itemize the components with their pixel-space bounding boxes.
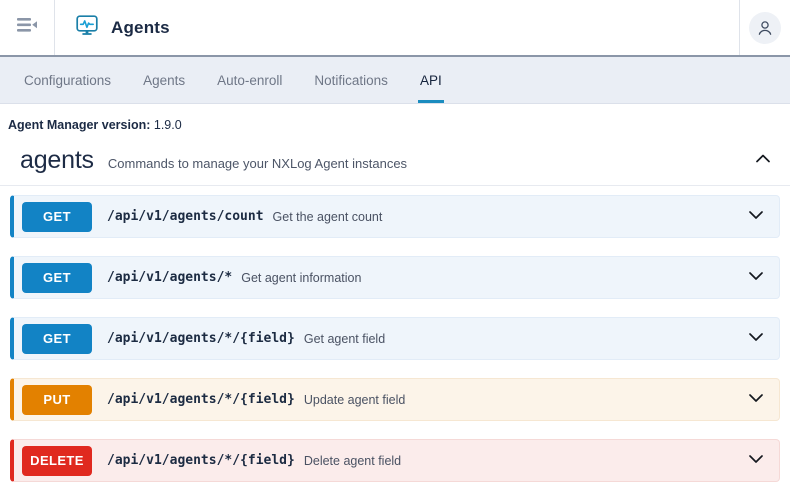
agent-manager-version: Agent Manager version: 1.9.0 xyxy=(0,104,790,132)
operation-path: /api/v1/agents/* xyxy=(107,270,233,285)
operation-description: Get the agent count xyxy=(272,209,383,224)
tab-agents[interactable]: Agents xyxy=(143,72,186,88)
operation-description: Delete agent field xyxy=(303,453,402,468)
app-header: Agents xyxy=(0,0,790,57)
operation-list: GET /api/v1/agents/count Get the agent c… xyxy=(0,186,790,482)
tab-configurations[interactable]: Configurations xyxy=(24,72,112,88)
operation-row-get-agents-count[interactable]: GET /api/v1/agents/count Get the agent c… xyxy=(10,195,780,238)
user-menu-button[interactable] xyxy=(740,0,790,55)
tab-auto-enroll[interactable]: Auto-enroll xyxy=(217,72,283,88)
chevron-up-icon[interactable] xyxy=(752,148,774,175)
api-content: Agent Manager version: 1.9.0 agents Comm… xyxy=(0,104,790,482)
chevron-down-icon[interactable] xyxy=(745,447,767,474)
tab-bar: Configurations Agents Auto-enroll Notifi… xyxy=(0,57,790,104)
monitor-pulse-icon xyxy=(75,13,99,42)
operation-path: /api/v1/agents/*/{field} xyxy=(107,331,295,346)
menu-collapse-icon xyxy=(16,17,38,38)
avatar xyxy=(749,11,781,44)
version-label: Agent Manager version: xyxy=(8,118,151,132)
chevron-down-icon[interactable] xyxy=(745,203,767,230)
tab-api[interactable]: API xyxy=(404,57,458,103)
operation-path: /api/v1/agents/count xyxy=(107,209,264,224)
page-title: Agents xyxy=(111,17,170,37)
operation-row-get-agents-all[interactable]: GET /api/v1/agents/* Get agent informati… xyxy=(10,256,780,299)
section-title: agents xyxy=(20,146,94,174)
operation-path: /api/v1/agents/*/{field} xyxy=(107,453,295,468)
api-section-agents[interactable]: agents Commands to manage your NXLog Age… xyxy=(0,146,790,186)
method-badge: GET xyxy=(22,262,92,293)
method-badge: GET xyxy=(22,201,92,232)
sidebar-collapse-button[interactable] xyxy=(0,0,55,55)
operation-path: /api/v1/agents/*/{field} xyxy=(107,392,295,407)
operation-description: Get agent field xyxy=(303,331,386,346)
chevron-down-icon[interactable] xyxy=(745,264,767,291)
operation-description: Update agent field xyxy=(303,392,406,407)
section-description: Commands to manage your NXLog Agent inst… xyxy=(107,156,408,171)
chevron-down-icon[interactable] xyxy=(745,325,767,352)
operation-row-get-agent-field[interactable]: GET /api/v1/agents/*/{field} Get agent f… xyxy=(10,317,780,360)
page-title-area: Agents xyxy=(55,0,740,55)
chevron-down-icon[interactable] xyxy=(745,386,767,413)
operation-row-put-agent-field[interactable]: PUT /api/v1/agents/*/{field} Update agen… xyxy=(10,378,780,421)
method-badge: DELETE xyxy=(22,445,92,476)
method-badge: GET xyxy=(22,323,92,354)
operation-row-delete-agent-field[interactable]: DELETE /api/v1/agents/*/{field} Delete a… xyxy=(10,439,780,482)
user-avatar-icon xyxy=(758,20,772,35)
version-value: 1.9.0 xyxy=(153,118,182,132)
method-badge: PUT xyxy=(22,384,92,415)
tab-notifications[interactable]: Notifications xyxy=(314,72,388,88)
operation-description: Get agent information xyxy=(241,270,362,285)
